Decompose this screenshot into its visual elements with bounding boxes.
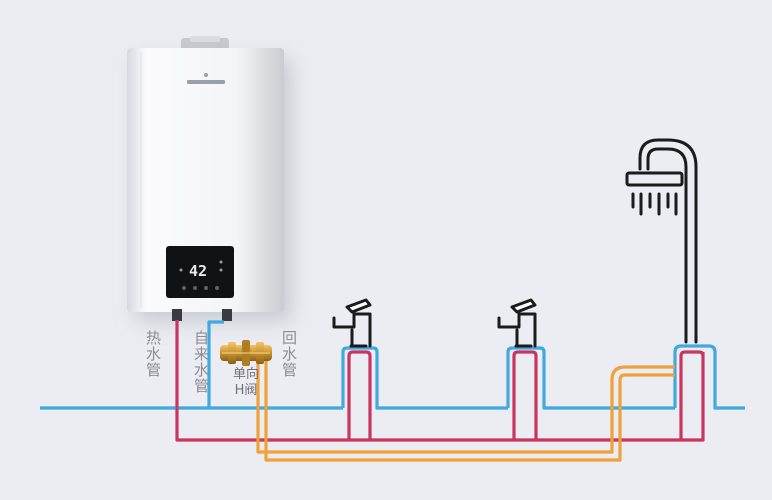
cold-water-branch-faucet-1 bbox=[341, 346, 508, 410]
cold-water-branch-shower bbox=[673, 344, 745, 410]
shower-icon bbox=[625, 138, 698, 344]
hot-water-pipe-label: 热水管 bbox=[144, 330, 162, 378]
hot-water-riser-faucet-2 bbox=[512, 350, 538, 440]
faucet-icon bbox=[497, 298, 537, 348]
tap-water-pipe-label: 自来水管 bbox=[192, 330, 210, 394]
check-valve-icon bbox=[220, 340, 272, 366]
hot-water-riser-shower bbox=[679, 350, 705, 440]
cold-water-branch-faucet-2 bbox=[506, 346, 675, 410]
panel-button bbox=[182, 286, 186, 290]
heater-bottom-outlet bbox=[172, 309, 182, 321]
cold-water-riser-heater bbox=[207, 320, 224, 408]
shower-arm-outer bbox=[638, 138, 698, 344]
return-water-pipes bbox=[231, 351, 675, 462]
return-water-loop bbox=[231, 351, 675, 462]
exhaust-flue-cap bbox=[190, 36, 220, 42]
return-water-pipe-label: 回水管 bbox=[280, 330, 298, 378]
check-valve-label-line2: H阀 bbox=[234, 383, 258, 398]
faucet-icon bbox=[332, 298, 372, 348]
panel-indicator-dot bbox=[219, 268, 223, 272]
heater-control-panel bbox=[166, 246, 234, 298]
panel-indicator-dot bbox=[179, 268, 183, 272]
shower-arm bbox=[646, 147, 688, 344]
panel-button bbox=[193, 286, 197, 290]
panel-button bbox=[204, 286, 208, 290]
heater-body bbox=[127, 48, 284, 312]
panel-indicator-dot bbox=[219, 260, 223, 264]
heater-bottom-inlet bbox=[222, 309, 232, 321]
check-valve-label: 单向 H阀 bbox=[226, 367, 266, 399]
brand-logo-mark bbox=[204, 73, 208, 77]
hot-water-pipes bbox=[175, 320, 705, 442]
cold-water-pipes bbox=[40, 320, 745, 410]
return-water-inner-loop bbox=[256, 353, 675, 454]
water-heater: 42 bbox=[127, 36, 284, 321]
brand-logo bbox=[187, 80, 225, 84]
shower-head bbox=[625, 171, 684, 187]
panel-button bbox=[215, 286, 219, 290]
hot-water-main bbox=[175, 320, 705, 442]
temperature-readout: 42 bbox=[189, 262, 207, 280]
check-valve-label-line1: 单向 bbox=[232, 367, 259, 382]
hot-water-riser-faucet-1 bbox=[347, 350, 372, 440]
